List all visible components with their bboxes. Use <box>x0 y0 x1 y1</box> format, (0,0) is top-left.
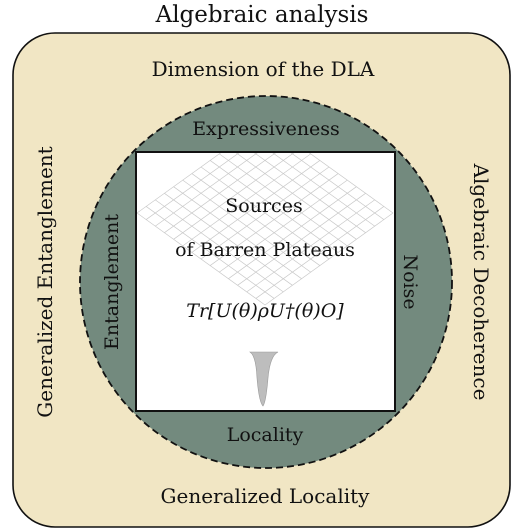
ring-label-right: Noise <box>399 254 421 309</box>
landscape-mesh <box>137 153 394 306</box>
mesh-line-v <box>155 199 284 293</box>
mesh-line-u <box>237 193 366 286</box>
outer-label-right: Algebraic Decoherence <box>469 163 493 401</box>
mesh-line-u <box>228 186 357 279</box>
ring-label-top: Expressiveness <box>192 118 340 140</box>
center-text-sources: Sources <box>225 195 302 217</box>
center-formula: Tr[U(θ)ρU†(θ)O] <box>186 300 344 322</box>
landscape-dip <box>249 351 279 407</box>
ring-label-left: Entanglement <box>101 214 123 350</box>
mesh-line-v <box>182 179 311 273</box>
mesh-line-v <box>145 206 275 299</box>
mesh-line-u <box>209 173 339 266</box>
mesh-line-v <box>164 193 293 286</box>
mesh-line-v <box>173 186 302 279</box>
mesh-line-u <box>219 179 348 273</box>
diagram-title: Algebraic analysis <box>155 2 369 28</box>
mesh-line-u <box>264 212 394 306</box>
outer-label-bottom: Generalized Locality <box>161 484 371 508</box>
outer-label-left: Generalized Entanglement <box>33 146 57 417</box>
outer-label-top: Dimension of the DLA <box>152 57 375 81</box>
mesh-line-u <box>246 199 375 293</box>
mesh-line-v <box>137 212 266 306</box>
mesh-line-v <box>191 173 321 266</box>
mesh-line-u <box>255 206 385 299</box>
ring-label-bottom: Locality <box>227 424 304 446</box>
center-text-barren-plateaus: of Barren Plateaus <box>175 239 355 261</box>
mesh-line-v <box>200 166 330 260</box>
